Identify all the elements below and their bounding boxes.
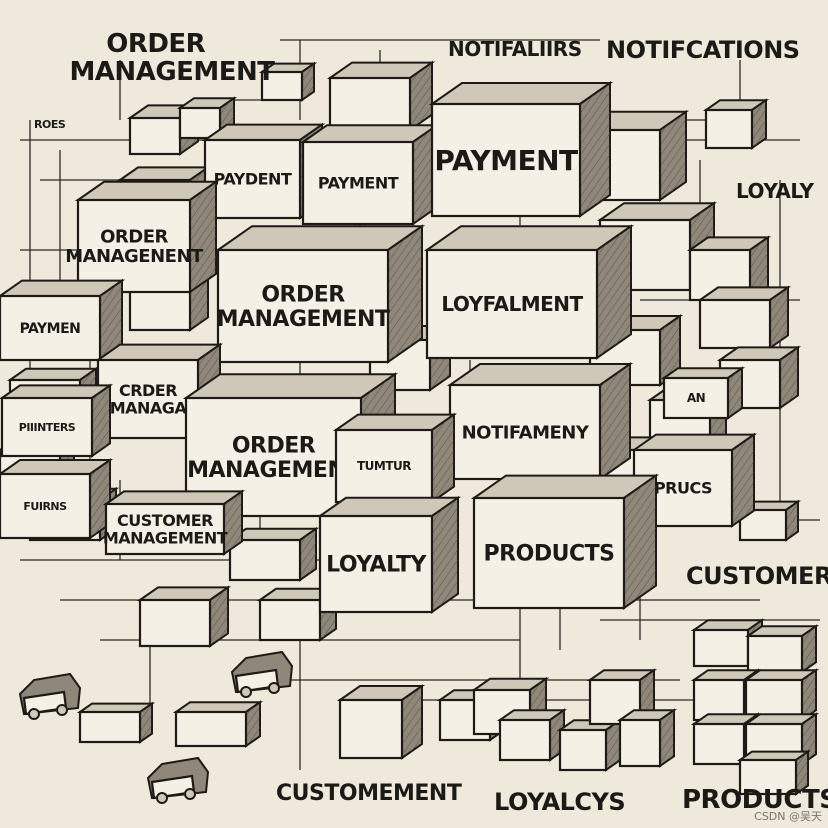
products-center-box: PRODUCTS bbox=[470, 473, 660, 610]
block-2 bbox=[258, 61, 318, 102]
payment-small-box-label: PAYMENT bbox=[318, 174, 399, 193]
tumtur-box-label: TUMTUR bbox=[357, 459, 411, 473]
paydent-box-label: PAYDENT bbox=[214, 170, 292, 189]
order-management-title-line2: MANAGEMENT bbox=[69, 57, 275, 87]
order-management-title-line1: ORDER bbox=[106, 29, 205, 59]
payment-large-box: PAYMENT bbox=[428, 81, 614, 218]
loyaly-label: LOYALY bbox=[736, 179, 814, 203]
payment-large-box-label: PAYMENT bbox=[434, 144, 578, 177]
loyalty-box-label: LOYALTY bbox=[326, 553, 427, 578]
block-8 bbox=[696, 285, 792, 350]
truck-icon bbox=[230, 650, 294, 698]
prucs-box-label: PRUCS bbox=[654, 479, 712, 498]
loyfalment-box-label: LOYFALMENT bbox=[441, 292, 583, 316]
loyfalment-box: LOYFALMENT bbox=[423, 224, 635, 360]
block-38 bbox=[226, 526, 320, 582]
block-28 bbox=[616, 708, 678, 768]
vehicle-icons bbox=[18, 650, 294, 804]
truck-icon bbox=[146, 756, 210, 804]
paymen-left-box-label: PAYMEN bbox=[20, 321, 81, 337]
tumtur-box: TUMTUR bbox=[332, 412, 458, 504]
order-management-title: ORDER MANAGEMENT bbox=[69, 29, 275, 87]
payment-small-box: PAYMENT bbox=[299, 123, 441, 226]
block-19 bbox=[136, 585, 232, 648]
truck-icon bbox=[18, 672, 82, 720]
roes-label: ROES bbox=[34, 118, 66, 131]
block-5 bbox=[702, 98, 770, 150]
products-bottom-label: PRODUCTS bbox=[682, 785, 828, 815]
watermark: CSDN @吴天 bbox=[754, 810, 822, 823]
piiinters-box-label: PIIINTERS bbox=[19, 421, 76, 434]
loyalty-box: LOYALTY bbox=[316, 495, 462, 614]
products-center-box-label: PRODUCTS bbox=[484, 542, 615, 567]
block-21 bbox=[172, 700, 264, 748]
block-20 bbox=[76, 701, 156, 744]
notifaliirs-label: NOTIFALIIRS bbox=[448, 37, 582, 61]
notifications-label: NOTIFCATIONS bbox=[606, 36, 800, 64]
block-32 bbox=[742, 668, 820, 722]
fuirns-box-label: FUIRNS bbox=[23, 500, 67, 513]
customer-right-label: CUSTOMER bbox=[686, 562, 828, 590]
notifameny-box: NOTIFAMENY bbox=[446, 362, 634, 481]
piiinters-box: PIIINTERS bbox=[0, 383, 114, 458]
loyalcys-label: LOYALCYS bbox=[494, 788, 625, 816]
fuirns-box: FUIRNS bbox=[0, 458, 114, 540]
block-3 bbox=[326, 60, 436, 132]
block-35 bbox=[736, 749, 812, 796]
free-labels: ORDER MANAGEMENT NOTIFALIIRS NOTIFCATION… bbox=[34, 29, 828, 816]
paymen-left-box: PAYMEN bbox=[0, 278, 126, 362]
customement-label: CUSTOMEMENT bbox=[276, 781, 462, 806]
block-30 bbox=[744, 624, 820, 674]
an-box: AN bbox=[660, 366, 746, 420]
notifameny-box-label: NOTIFAMENY bbox=[462, 422, 590, 443]
an-box-label: AN bbox=[687, 391, 705, 405]
block-26 bbox=[556, 718, 624, 772]
block-25 bbox=[496, 708, 568, 762]
block-22 bbox=[336, 684, 426, 760]
